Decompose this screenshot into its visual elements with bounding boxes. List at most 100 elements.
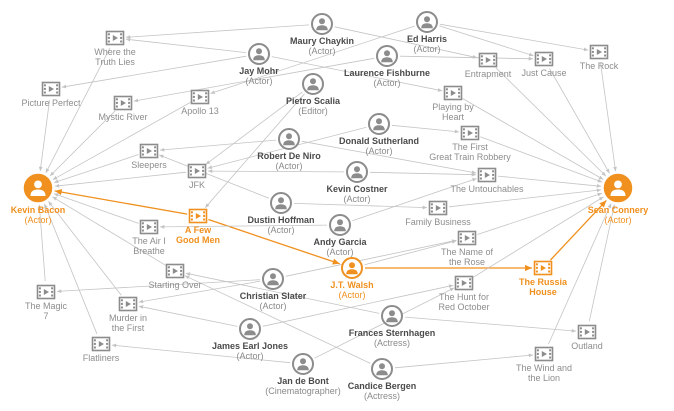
jt-walsh-label: J.T. Walsh(Actor) bbox=[330, 280, 373, 300]
edge-starting-over-to-kevin-bacon bbox=[52, 196, 166, 266]
the-untouchables-film-icon[interactable] bbox=[477, 167, 497, 183]
edge-picture-perfect-to-kevin-bacon bbox=[38, 99, 50, 172]
jan-de-bont-person-icon[interactable] bbox=[292, 353, 314, 375]
the-rock-film-icon[interactable] bbox=[589, 44, 609, 60]
ed-harris-person-icon[interactable] bbox=[416, 11, 438, 33]
entrapment-film-icon[interactable] bbox=[478, 52, 498, 68]
the-russia-house-film-icon[interactable] bbox=[533, 260, 553, 276]
sleepers-film-icon[interactable] bbox=[139, 143, 159, 159]
frances-sternhagen-role: (Actress) bbox=[374, 338, 410, 348]
outland-film-icon[interactable] bbox=[577, 324, 597, 340]
candice-bergen-label: Candice Bergen(Actress) bbox=[348, 381, 417, 401]
the-magic-7-film-icon[interactable] bbox=[36, 284, 56, 300]
hunt-for-red-october-title-line: Red October bbox=[438, 302, 490, 312]
edge-ed-harris-to-apollo-13 bbox=[210, 25, 415, 94]
edge-the-magic-7-to-kevin-bacon bbox=[37, 204, 46, 282]
family-business-title-line: Family Business bbox=[405, 217, 471, 227]
just-cause-film-icon[interactable] bbox=[534, 51, 554, 67]
nodes-layer bbox=[23, 11, 633, 380]
great-train-robbery-film-icon[interactable] bbox=[460, 125, 480, 141]
apollo-13-film-icon[interactable] bbox=[190, 89, 210, 105]
jay-mohr-person-icon[interactable] bbox=[248, 43, 270, 65]
kevin-bacon-person-icon[interactable] bbox=[23, 173, 53, 203]
dustin-hoffman-label: Dustin Hoffman(Actor) bbox=[248, 215, 315, 235]
pietro-scalia-label: Pietro Scalia(Editor) bbox=[286, 96, 340, 116]
candice-bergen-person-icon[interactable] bbox=[371, 358, 393, 380]
edge-ed-harris-to-the-rock bbox=[439, 23, 589, 52]
edge-dustin-hoffman-to-family-business bbox=[293, 203, 428, 210]
hunt-for-red-october-title-line: The Hunt for bbox=[438, 292, 490, 302]
jfk-title-line: JFK bbox=[188, 180, 206, 190]
edge-maury-chaykin-to-where-the-truth-lies bbox=[125, 24, 310, 39]
jfk-film-icon[interactable] bbox=[187, 163, 207, 179]
edges-layer bbox=[37, 23, 617, 369]
hunt-for-red-october-film-icon[interactable] bbox=[454, 275, 474, 291]
jt-walsh-person-icon[interactable] bbox=[341, 257, 363, 279]
sean-connery-person-icon[interactable] bbox=[603, 173, 633, 203]
edge-a-few-good-men-to-jt-walsh bbox=[208, 218, 340, 265]
maury-chaykin-person-icon[interactable] bbox=[311, 13, 333, 35]
laurence-fishburne-person-icon[interactable] bbox=[376, 45, 398, 67]
edge-frances-sternhagen-to-outland bbox=[404, 316, 577, 333]
edge-just-cause-to-sean-connery bbox=[549, 68, 610, 174]
candice-bergen-name: Candice Bergen bbox=[347, 381, 417, 391]
the-untouchables-title-line: The Untouchables bbox=[450, 184, 524, 194]
kevin-costner-person-icon[interactable] bbox=[346, 161, 368, 183]
flatliners-film-icon[interactable] bbox=[91, 336, 111, 352]
outland-title: Outland bbox=[571, 341, 603, 351]
starting-over-title: Starting Over bbox=[148, 280, 201, 290]
andy-garcia-person-icon[interactable] bbox=[329, 214, 351, 236]
flatliners-title-line: Flatliners bbox=[82, 353, 120, 363]
christian-slater-person-icon[interactable] bbox=[262, 268, 284, 290]
andy-garcia-label: Andy Garcia(Actor) bbox=[313, 237, 366, 257]
edge-a-few-good-men-to-kevin-bacon bbox=[54, 189, 188, 215]
jay-mohr-role: (Actor) bbox=[245, 76, 273, 86]
apollo-13-title-line: Apollo 13 bbox=[181, 106, 219, 116]
edge-outland-to-sean-connery bbox=[588, 204, 616, 322]
edge-pietro-scalia-to-jfk bbox=[205, 91, 303, 165]
ed-harris-role: (Actor) bbox=[413, 44, 441, 54]
entrapment-title: Entrapment bbox=[465, 69, 512, 79]
robert-de-niro-person-icon[interactable] bbox=[278, 128, 300, 150]
picture-perfect-film-icon[interactable] bbox=[41, 81, 61, 97]
where-the-truth-lies-title-line: Where the bbox=[94, 47, 136, 57]
wind-and-the-lion-title-line: the Lion bbox=[527, 373, 561, 383]
entrapment-title-line: Entrapment bbox=[464, 69, 512, 79]
name-of-the-rose-film-icon[interactable] bbox=[457, 230, 477, 246]
james-earl-jones-person-icon[interactable] bbox=[239, 318, 261, 340]
family-business-film-icon[interactable] bbox=[428, 200, 448, 216]
dustin-hoffman-person-icon[interactable] bbox=[270, 192, 292, 214]
edge-laurence-fishburne-to-mystic-river bbox=[133, 57, 375, 103]
edge-andy-garcia-to-the-air-i-breathe bbox=[159, 224, 328, 229]
murder-in-the-first-film-icon[interactable] bbox=[118, 296, 138, 312]
picture-perfect-title-line: Picture Perfect bbox=[21, 98, 81, 108]
james-earl-jones-label: James Earl Jones(Actor) bbox=[212, 341, 288, 361]
edge-entrapment-to-sean-connery bbox=[495, 67, 607, 177]
murder-in-the-first-title-line: Murder in bbox=[108, 313, 148, 323]
just-cause-title: Just Cause bbox=[521, 68, 566, 78]
the-air-i-breathe-film-icon[interactable] bbox=[139, 219, 159, 235]
pietro-scalia-role: (Editor) bbox=[298, 106, 328, 116]
playing-by-heart-film-icon[interactable] bbox=[443, 85, 463, 101]
donald-sutherland-name: Donald Sutherland bbox=[338, 136, 420, 146]
wind-and-the-lion-film-icon[interactable] bbox=[534, 346, 554, 362]
edge-laurence-fishburne-to-just-cause bbox=[399, 55, 534, 61]
frances-sternhagen-person-icon[interactable] bbox=[381, 305, 403, 327]
a-few-good-men-film-icon[interactable] bbox=[188, 208, 208, 224]
starting-over-film-icon[interactable] bbox=[165, 263, 185, 279]
edge-the-air-i-breathe-to-kevin-bacon bbox=[53, 193, 139, 224]
edge-family-business-to-sean-connery bbox=[448, 188, 602, 208]
christian-slater-name: Christian Slater bbox=[239, 291, 307, 301]
edge-flatliners-to-kevin-bacon bbox=[44, 203, 98, 334]
sleepers-title: Sleepers bbox=[131, 160, 167, 170]
ed-harris-name: Ed Harris bbox=[406, 34, 448, 44]
the-untouchables-title: The Untouchables bbox=[450, 184, 523, 194]
where-the-truth-lies-film-icon[interactable] bbox=[105, 30, 125, 46]
just-cause-title-line: Just Cause bbox=[521, 68, 567, 78]
donald-sutherland-person-icon[interactable] bbox=[368, 113, 390, 135]
mystic-river-film-icon[interactable] bbox=[113, 95, 133, 111]
pietro-scalia-person-icon[interactable] bbox=[302, 73, 324, 95]
